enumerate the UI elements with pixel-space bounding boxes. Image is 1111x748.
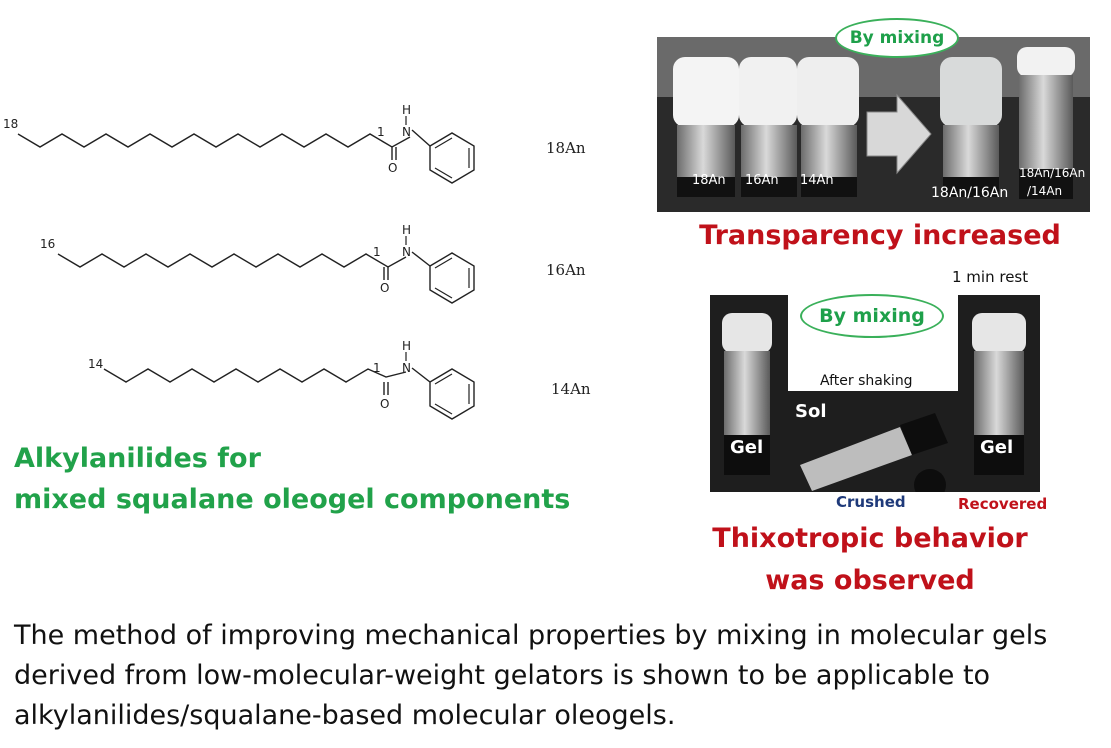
amide-h: H xyxy=(402,103,411,117)
gel-label-right: Gel xyxy=(980,437,1014,458)
rest-note: 1 min rest xyxy=(952,268,1029,286)
summary-caption: The method of improving mechanical prope… xyxy=(14,620,1048,731)
gel-label-left: Gel xyxy=(730,437,764,458)
chain-number-16: 16 xyxy=(40,237,55,251)
transparency-result: Transparency increased xyxy=(699,220,1061,251)
amide-h: H xyxy=(402,339,411,353)
compound-label-16an: 16An xyxy=(546,261,586,279)
vial-label-mix-three-line2: /14An xyxy=(1027,184,1063,198)
amide-n: N xyxy=(402,125,411,139)
by-mixing-oval-top: By mixing xyxy=(835,18,959,58)
structure-16an: 16 1 H N O xyxy=(40,223,475,304)
structures-svg: 18 1 H N O 16 1 H N O 14 1 H N O xyxy=(3,103,475,420)
after-shaking-label: After shaking xyxy=(820,373,913,389)
vials-photo-top: 18An 16An 14An 18An/16An 18An/16An /14An xyxy=(657,37,1090,212)
structure-18an: 18 1 H N O xyxy=(3,103,475,184)
vial-label-16an: 16An xyxy=(745,173,779,188)
compound-label-18an: 18An xyxy=(546,139,586,157)
amide-n: N xyxy=(402,361,411,375)
thixotropy-drawing xyxy=(710,295,1040,492)
vial-label-mix-three-line1: 18An/16An xyxy=(1019,166,1086,180)
thixotropic-result-line2: was observed xyxy=(765,565,975,596)
crushed-label: Crushed xyxy=(836,493,906,511)
carbonyl-number: 1 xyxy=(373,361,381,375)
carbonyl-o: O xyxy=(388,161,397,175)
vial-label-18an: 18An xyxy=(692,173,726,188)
vial-label-14an: 14An xyxy=(800,173,834,188)
amide-n: N xyxy=(402,245,411,259)
title-line-1: Alkylanilides for xyxy=(14,443,261,474)
compound-label-14an: 14An xyxy=(551,380,591,398)
sol-label: Sol xyxy=(795,401,827,422)
amide-h: H xyxy=(402,223,411,237)
chain-number-18: 18 xyxy=(3,117,18,131)
by-mixing-oval-bottom: By mixing xyxy=(800,294,944,338)
vials-drawing xyxy=(657,37,1090,212)
recovered-label: Recovered xyxy=(958,495,1048,513)
title-line-2: mixed squalane oleogel components xyxy=(14,484,571,515)
carbonyl-number: 1 xyxy=(373,245,381,259)
carbonyl-o: O xyxy=(380,281,389,295)
thixotropic-result-line1: Thixotropic behavior xyxy=(712,523,1028,554)
carbonyl-o: O xyxy=(380,397,389,411)
structure-14an: 14 1 H N O xyxy=(88,339,475,420)
vial-label-mix-two: 18An/16An xyxy=(931,185,1009,201)
chain-number-14: 14 xyxy=(88,357,103,371)
carbonyl-number: 1 xyxy=(377,125,385,139)
